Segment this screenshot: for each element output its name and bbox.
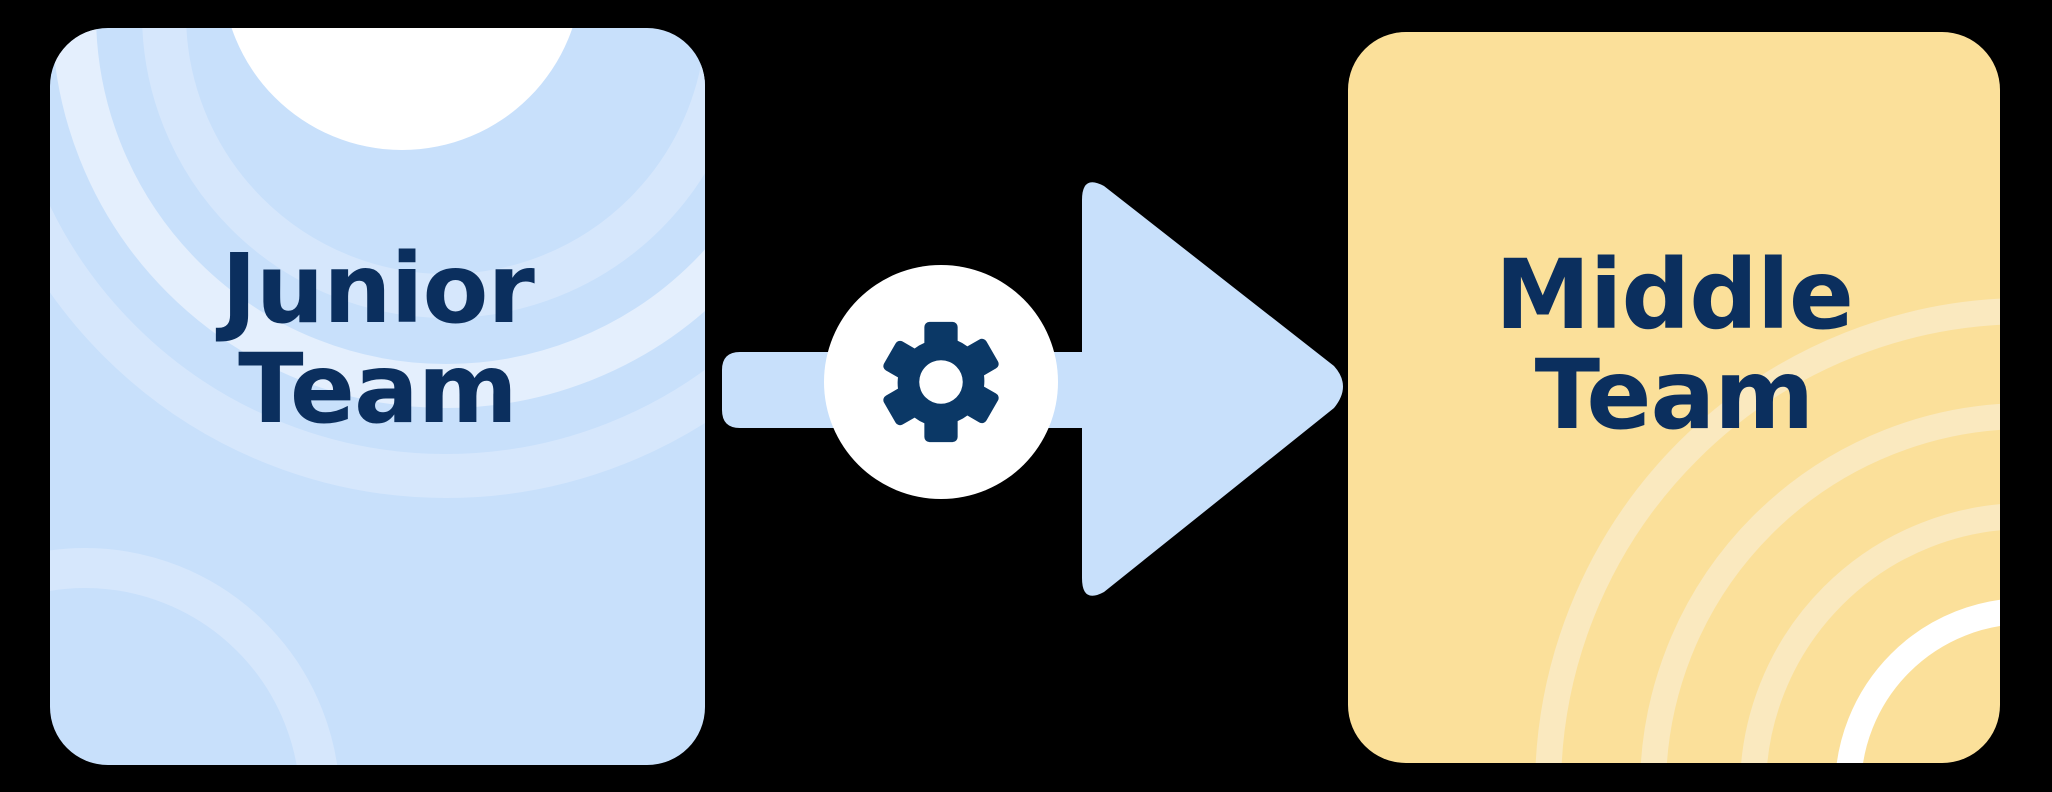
decorative-ring-inner-right: [1740, 503, 2000, 763]
decorative-ring-white-right: [1835, 598, 2000, 763]
node-middle-team-label: Middle Team: [1348, 239, 2000, 451]
node-junior-team[interactable]: Junior Team: [50, 28, 705, 765]
decorative-circle-core: [222, 28, 582, 150]
node-junior-team-label: Junior Team: [50, 233, 705, 445]
gear-badge-circle[interactable]: [824, 265, 1058, 499]
decorative-arc-bottom-left: [50, 548, 340, 765]
gear-icon: [883, 321, 999, 443]
node-middle-team[interactable]: Middle Team: [1348, 32, 2000, 763]
node-middle-team-label-line2: Team: [1534, 338, 1815, 451]
node-middle-team-label-line1: Middle: [1495, 239, 1854, 351]
node-junior-team-label-line1: Junior: [221, 233, 535, 345]
node-junior-team-label-line2: Team: [238, 332, 518, 445]
decorative-ring-middle-right: [1640, 403, 2000, 763]
